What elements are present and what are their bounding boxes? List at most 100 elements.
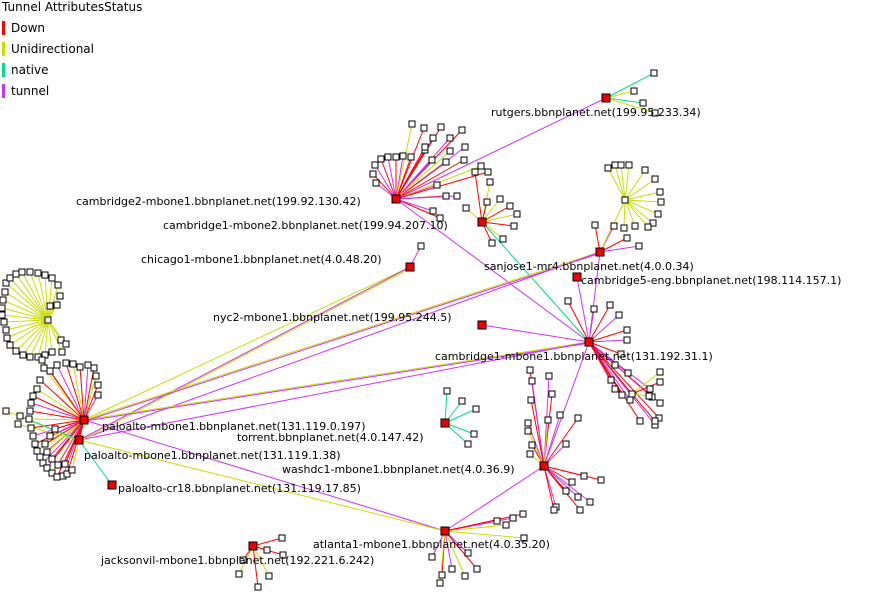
leaf-node[interactable] [502,521,510,529]
leaf-node[interactable] [656,378,664,386]
leaf-node[interactable] [645,392,653,400]
leaf-node[interactable] [46,302,54,310]
leaf-node[interactable] [2,407,10,415]
leaf-node[interactable] [61,460,69,468]
leaf-node[interactable] [568,478,576,486]
leaf-node[interactable] [433,181,441,189]
router-node-sanjose1[interactable] [595,247,605,257]
leaf-node[interactable] [54,461,62,469]
leaf-node[interactable] [458,397,466,405]
leaf-node[interactable] [461,572,469,580]
leaf-node[interactable] [254,583,262,591]
leaf-node[interactable] [41,271,49,279]
leaf-node[interactable] [477,162,485,170]
leaf-node[interactable] [636,417,644,425]
leaf-node[interactable] [76,363,84,371]
leaf-node[interactable] [519,510,527,518]
leaf-node[interactable] [0,304,6,312]
leaf-node[interactable] [473,565,481,573]
leaf-node[interactable] [84,361,92,369]
leaf-node[interactable] [657,198,665,206]
leaf-node[interactable] [417,242,425,250]
leaf-node[interactable] [48,348,56,356]
leaf-node[interactable] [650,69,658,77]
router-node-rutgers[interactable] [601,93,611,103]
leaf-node[interactable] [651,175,659,183]
leaf-node[interactable] [524,427,532,435]
leaf-node[interactable] [429,207,437,215]
leaf-node[interactable] [631,222,639,230]
leaf-node[interactable] [33,385,41,393]
router-node-jacksonvil[interactable] [248,541,258,551]
router-node-cambridge1m1[interactable] [584,337,594,347]
leaf-node[interactable] [461,143,469,151]
leaf-node[interactable] [1,288,9,296]
leaf-node[interactable] [611,385,619,393]
leaf-node[interactable] [526,366,534,374]
leaf-node[interactable] [377,155,385,163]
leaf-node[interactable] [38,356,46,364]
leaf-node[interactable] [591,221,599,229]
leaf-node[interactable] [617,161,625,169]
leaf-node[interactable] [429,134,437,142]
leaf-node[interactable] [12,270,20,278]
leaf-node[interactable] [63,470,71,478]
leaf-node[interactable] [656,188,664,196]
leaf-node[interactable] [607,376,615,384]
leaf-node[interactable] [436,214,444,222]
leaf-node[interactable] [235,570,243,578]
router-node-chicago1[interactable] [405,262,415,272]
leaf-node[interactable] [239,556,247,564]
leaf-node[interactable] [25,415,33,423]
leaf-node[interactable] [18,268,26,276]
leaf-node[interactable] [46,367,54,375]
leaf-node[interactable] [611,361,619,369]
leaf-node[interactable] [448,565,456,573]
leaf-node[interactable] [656,368,664,376]
leaf-node[interactable] [16,412,24,420]
leaf-node[interactable] [597,476,605,484]
leaf-node[interactable] [44,316,52,324]
leaf-node[interactable] [2,279,10,287]
leaf-node[interactable] [26,353,34,361]
leaf-node[interactable] [586,498,594,506]
leaf-node[interactable] [43,448,51,456]
leaf-node[interactable] [486,178,494,186]
router-node-cambridge1m2[interactable] [477,217,487,227]
leaf-node[interactable] [604,164,612,172]
leaf-node[interactable] [520,534,528,542]
router-node-washdc1[interactable] [539,461,549,471]
leaf-node[interactable] [420,124,428,132]
leaf-node[interactable] [48,274,56,282]
leaf-node[interactable] [656,399,664,407]
leaf-node[interactable] [628,390,636,398]
leaf-node[interactable] [0,311,6,319]
leaf-node[interactable] [26,268,34,276]
router-node-paloalto138[interactable] [74,435,84,445]
leaf-node[interactable] [40,364,48,372]
leaf-node[interactable] [548,390,556,398]
leaf-node[interactable] [408,120,416,128]
leaf-node[interactable] [528,377,536,385]
leaf-node[interactable] [6,341,14,349]
leaf-node[interactable] [279,551,287,559]
leaf-node[interactable] [53,301,61,309]
leaf-node[interactable] [446,134,454,142]
leaf-node[interactable] [278,534,286,542]
leaf-node[interactable] [62,359,70,367]
leaf-node[interactable] [43,464,51,472]
leaf-node[interactable] [68,466,76,474]
leaf-node[interactable] [651,417,659,425]
leaf-node[interactable] [621,196,629,204]
leaf-node[interactable] [46,432,54,440]
leaf-node[interactable] [436,579,444,587]
leaf-node[interactable] [31,440,39,448]
leaf-node[interactable] [639,99,647,107]
leaf-node[interactable] [545,372,553,380]
leaf-node[interactable] [29,392,37,400]
leaf-node[interactable] [526,450,534,458]
leaf-node[interactable] [442,192,450,200]
leaf-node[interactable] [36,376,44,384]
leaf-node[interactable] [462,204,470,212]
leaf-node[interactable] [496,195,504,203]
